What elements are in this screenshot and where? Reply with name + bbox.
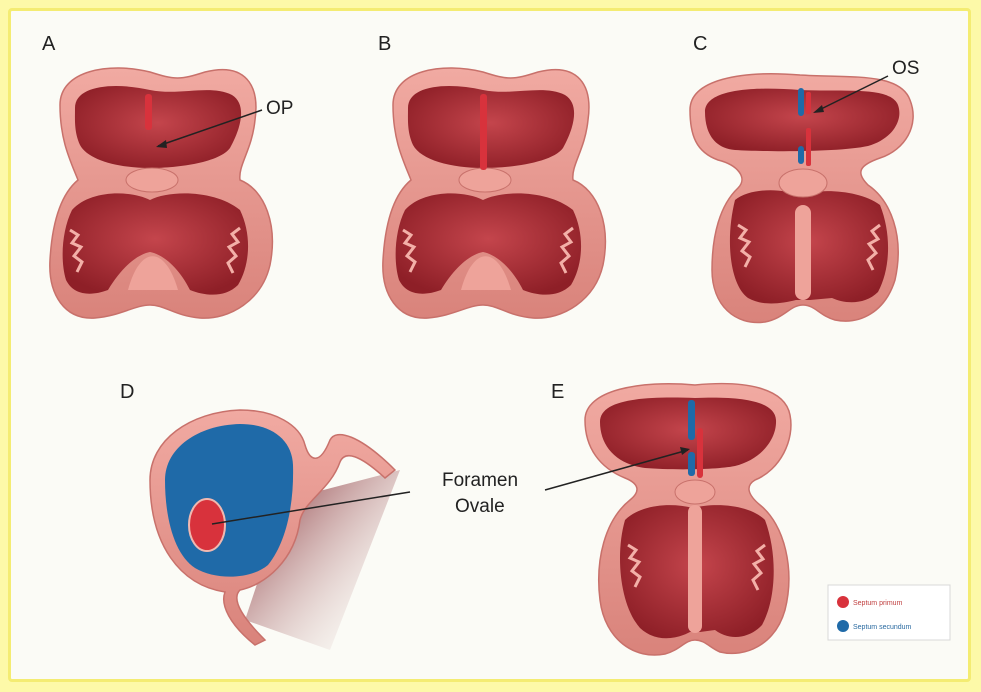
panel-c-label: C xyxy=(693,33,707,55)
foramen-ovale-d xyxy=(189,499,225,551)
septum-primum-a xyxy=(145,94,152,130)
panel-d: D xyxy=(120,381,410,650)
panel-e-label: E xyxy=(551,381,564,403)
septum-secundum-e-upper xyxy=(688,400,695,440)
panel-a-label: A xyxy=(42,33,56,55)
legend-swatch-septum-secundum xyxy=(837,620,849,632)
septum-primum-c-lower xyxy=(806,128,811,166)
septum-primum-e xyxy=(697,428,703,478)
panel-c: C OS xyxy=(690,33,919,322)
endocardial-cushion-c xyxy=(779,169,827,197)
panel-e: E xyxy=(545,381,791,655)
op-label: OP xyxy=(266,98,293,119)
foramen-label-line2: Ovale xyxy=(455,496,505,517)
legend-label-septum-primum: Septum primum xyxy=(853,600,903,607)
foramen-label-line1: Foramen xyxy=(442,470,518,491)
endocardial-cushion-a xyxy=(126,168,178,192)
legend-box xyxy=(828,585,950,640)
panel-d-label: D xyxy=(120,381,134,403)
ventricular-septum-c xyxy=(795,205,811,300)
septum-secundum-surface-d xyxy=(165,424,293,577)
endocardial-cushion-b xyxy=(459,168,511,192)
septum-secundum-e-lower xyxy=(688,452,695,476)
endocardial-cushion-e xyxy=(675,480,715,504)
ventricular-septum-e xyxy=(688,505,702,633)
foramen-ovale-callout: Foramen Ovale xyxy=(442,470,518,517)
septum-primum-b xyxy=(480,94,487,170)
panel-a: A OP xyxy=(42,33,293,318)
atria-cavity-a xyxy=(75,86,241,168)
legend-label-septum-secundum: Septum secundum xyxy=(853,624,912,631)
panel-b: B xyxy=(378,33,605,318)
septum-primum-c-upper xyxy=(806,92,811,114)
atria-cavity-b xyxy=(408,86,574,168)
panel-b-label: B xyxy=(378,33,391,55)
legend-swatch-septum-primum xyxy=(837,596,849,608)
legend: Septum primum Septum secundum xyxy=(828,585,950,640)
os-label: OS xyxy=(892,58,919,79)
septum-secundum-c-lower xyxy=(798,146,804,164)
septum-secundum-c-upper xyxy=(798,88,804,116)
